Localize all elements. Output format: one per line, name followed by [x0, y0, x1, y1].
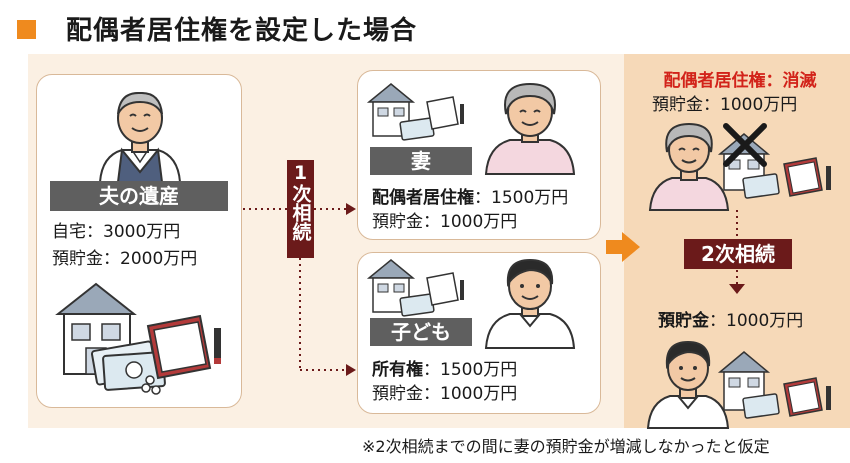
elderly-woman-illustration	[484, 82, 576, 175]
arrow-to-second-inheritance	[606, 232, 640, 262]
child-savings: 預貯金：1000万円	[372, 384, 518, 404]
house-money-icon-child	[366, 259, 464, 317]
wife-residence-right: 配偶者居住権：1500万円	[372, 183, 568, 208]
title-marker	[17, 20, 36, 39]
child-savings-after: 預貯金：1000万円	[658, 306, 803, 331]
husband-savings-value: 預貯金：2000万円	[52, 249, 198, 269]
child-savings-after-key: 預貯金	[658, 311, 709, 331]
second-inheritance-label: 2次相続	[684, 239, 792, 269]
elderly-man-illustration	[98, 91, 182, 183]
child-savings-after-value: ：1000万円	[709, 311, 804, 331]
child-ownership-value: ：1500万円	[423, 360, 518, 380]
page-title: 配偶者居住権を設定した場合	[66, 16, 418, 46]
house-money-icon-wife	[366, 83, 464, 141]
wife-residence-right-value: ：1500万円	[474, 188, 569, 208]
first-inheritance-label: 1次相続	[287, 160, 314, 258]
house-money-illustration	[55, 282, 221, 395]
arrow-to-wife	[346, 203, 356, 215]
first-inheritance-text: 1次相続	[289, 162, 312, 241]
wife-savings-after: 預貯金：1000万円	[652, 95, 798, 115]
footnote: ※2次相続までの間に妻の預貯金が増減しなかったと仮定	[362, 437, 770, 456]
child-ownership-key: 所有権	[372, 360, 423, 380]
child-ownership: 所有権：1500万円	[372, 355, 517, 380]
wife-savings: 預貯金：1000万円	[372, 212, 518, 232]
husband-estate-label: 夫の遺産	[50, 181, 228, 211]
cross-mark-icon	[723, 123, 767, 167]
wife-label: 妻	[370, 147, 472, 175]
husband-home-value: 自宅：3000万円	[52, 222, 181, 242]
arrow-to-child-second	[729, 284, 745, 294]
wife-house-crossed-illustration	[648, 122, 831, 211]
arrow-to-child	[346, 364, 356, 376]
residence-right-extinguished: 配偶者居住権：消滅	[663, 71, 817, 91]
wife-residence-right-key: 配偶者居住権	[372, 188, 474, 208]
child-house-money-illustration	[646, 340, 831, 429]
child-label: 子ども	[370, 318, 472, 346]
young-man-illustration	[484, 258, 576, 349]
